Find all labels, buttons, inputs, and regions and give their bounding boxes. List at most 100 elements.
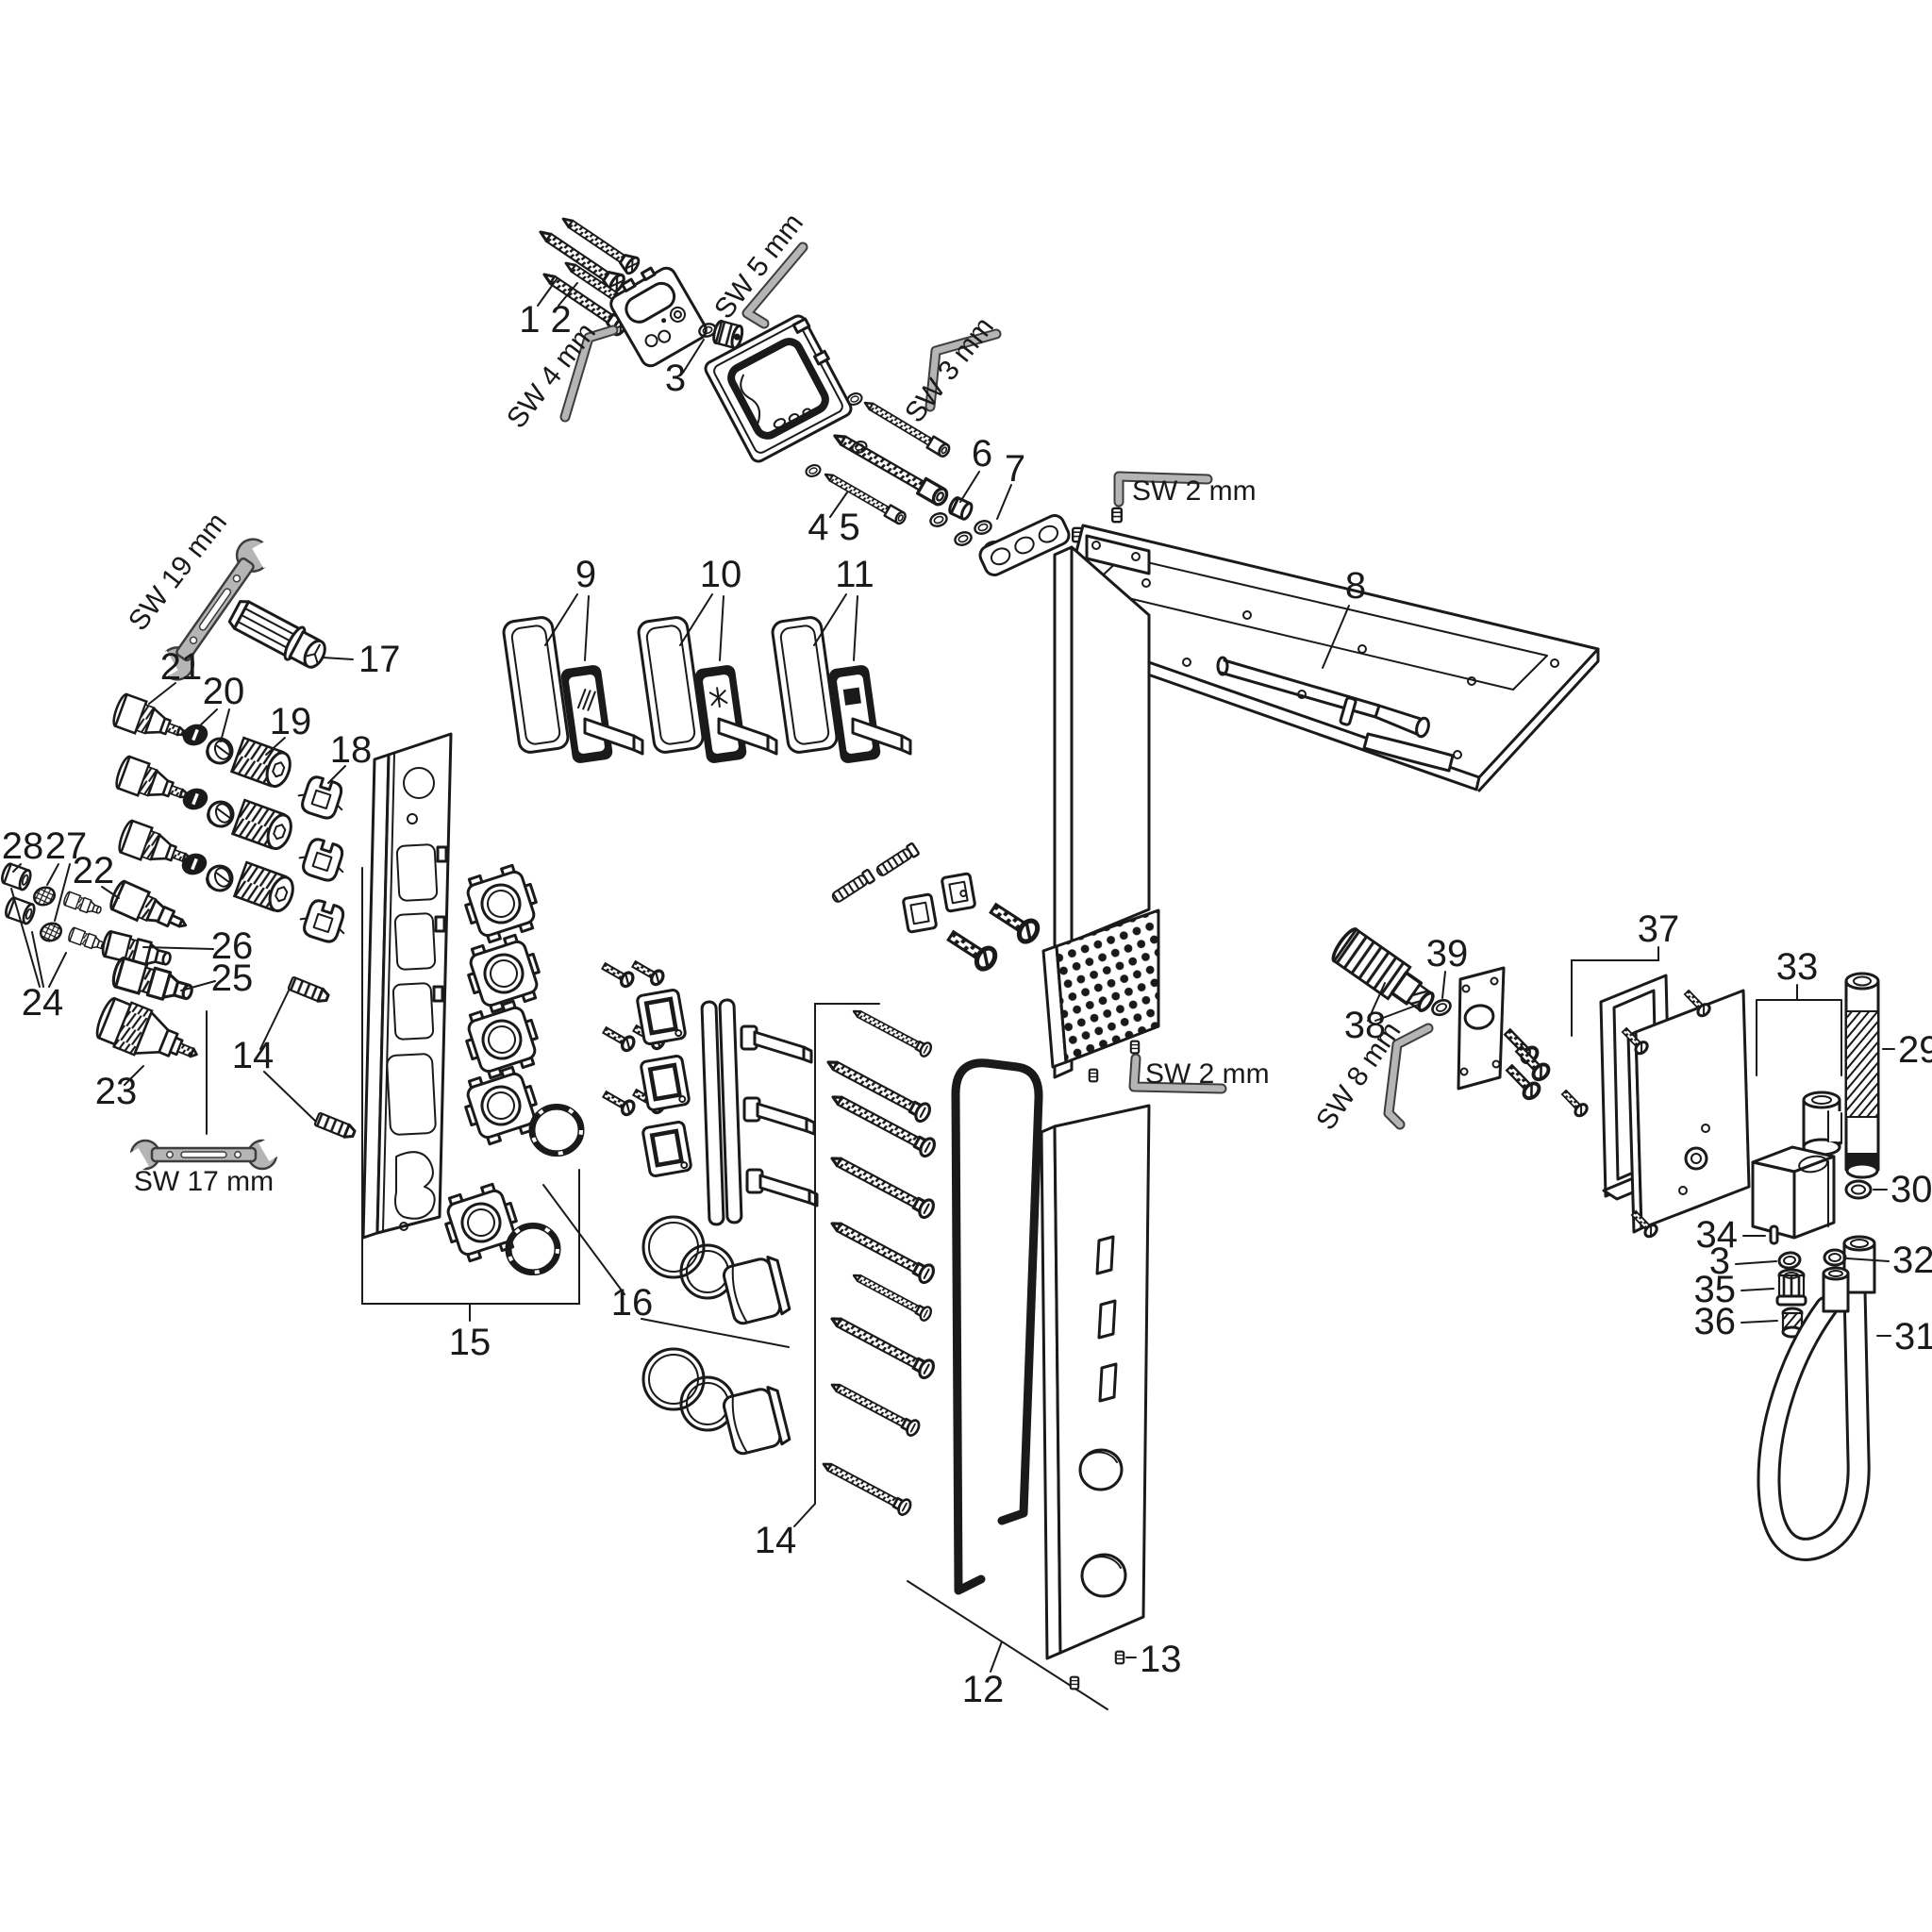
allen-key-sw3-icon: SW 3 mm [899,311,1002,428]
group-wall-fixing [829,841,1041,973]
callout-36: 36 [1694,1301,1737,1342]
check-valve-25 [109,955,197,1009]
callout-1-2: 1 2 [519,299,572,341]
open-end-wrench-sw19-icon [143,535,287,684]
tool-label-sw2-mid: SW 2 mm [1145,1058,1270,1090]
o-ring-3-right [1776,1250,1803,1271]
knob [722,1256,791,1325]
callout-13: 13 [1140,1639,1182,1680]
callout-32: 32 [1892,1240,1932,1281]
hex-pin-14 [313,1112,357,1139]
callout-29: 29 [1898,1029,1932,1071]
handle-set-11: 11 [771,554,912,763]
shower-column [1041,534,1160,1079]
callout-8: 8 [1345,565,1366,607]
group-valves-left: 28 27 22 26 25 24 23 14 SW 17 mm [0,825,357,1197]
callout-25: 25 [211,958,254,999]
callout-27: 27 [45,825,88,867]
hand-shower-29 [1844,972,1880,1179]
group-hand-shower: 29 30 34 3 35 36 32 31 [1694,972,1932,1561]
plug-3 [712,319,744,350]
shower-hose-31 [1757,1235,1876,1561]
allen-key-sw2-mid-icon: SW 2 mm [1128,1053,1270,1094]
callout-15: 15 [449,1322,491,1363]
tool-label-sw17: SW 17 mm [134,1166,274,1197]
callout-18: 18 [330,729,373,771]
callout-14-center: 14 [755,1520,797,1561]
callout-4-5: 4 5 [808,507,860,548]
body-shower-square [1041,908,1160,1069]
knob [722,1386,791,1456]
callout-17: 17 [358,639,401,680]
callout-33: 33 [1776,946,1819,988]
group-holder-33: 33 [1751,946,1843,1240]
callout-31: 31 [1894,1316,1932,1357]
hex-pin-14 [287,976,330,1003]
callout-21: 21 [160,646,203,688]
square-jet-icon [842,687,861,706]
callout-7: 7 [1005,448,1025,490]
filter-27 [32,886,57,907]
grub-screw-icon [1088,1068,1099,1083]
callout-16: 16 [611,1282,654,1324]
group-connection-screws: 4 5 6 7 [803,391,1071,576]
callout-39: 39 [1426,933,1469,974]
grub-screw-icon [1129,1040,1141,1055]
callout-12: 12 [962,1669,1005,1710]
allen-key-sw5-icon: SW 5 mm [708,208,809,329]
panel-gasket [951,1058,1043,1595]
callout-38: 38 [1344,1005,1387,1046]
group-base-plate-15: 15 [361,732,581,1363]
cartridge-22 [107,878,193,941]
pin-34 [1769,1224,1779,1245]
function-block-frame [704,314,853,463]
callout-23: 23 [95,1071,138,1112]
thermostat-cartridge-23 [91,992,208,1078]
callout-22: 22 [73,850,115,891]
callout-37: 37 [1638,908,1680,950]
group-cartridges: 21 20 19 18 [109,646,373,947]
handle-set-10: 10 [637,554,778,763]
open-end-wrench-sw17-icon [117,1130,291,1179]
allen-key-sw8-icon: SW 8 mm [1310,1016,1434,1136]
callout-11: 11 [835,554,874,595]
allen-key-sw2-top-icon: SW 2 mm [1113,471,1257,508]
grub-screw-icon [1110,507,1124,524]
insert-36 [1781,1307,1804,1339]
callout-28: 28 [2,825,44,867]
bushing-6 [948,496,974,521]
wall-bracket-plate [609,266,708,368]
callout-3-top: 3 [665,358,686,399]
group-panel-12: 12 13 [907,1058,1182,1710]
callout-10: 10 [700,554,742,595]
filter-27 [39,922,63,942]
nut-35 [1775,1268,1807,1307]
jet-icon [576,688,596,711]
callout-34: 34 [1696,1214,1739,1256]
callout-19: 19 [270,701,312,742]
callout-3-right: 3 [1709,1241,1730,1282]
callout-24: 24 [22,982,64,1024]
hose-seal-32 [1823,1248,1847,1267]
washer-30 [1844,1179,1873,1200]
manifold-plate [978,514,1071,576]
handle-set-9: 9 [502,554,644,763]
callout-35: 35 [1694,1269,1737,1310]
connection-plate [1457,966,1554,1104]
lever-trim [740,1024,819,1208]
callout-30: 30 [1890,1169,1932,1210]
holder-insert [1802,1091,1843,1157]
overhead-shower-8: 8 [1055,524,1600,792]
callout-20: 20 [203,671,245,712]
tool-label-sw2-top: SW 2 mm [1132,475,1257,507]
group-mounting-bracket-top: 1 2 3 [519,209,853,463]
mounting-tool-17 [227,600,326,669]
callout-26: 26 [211,925,254,967]
group-hose-nipple-38: 38 39 [1331,927,1469,1046]
shower-holder-block [1751,1145,1836,1240]
callout-14-left: 14 [232,1035,275,1076]
group-trim-16: 16 [542,956,819,1456]
group-wall-frames-37: 37 [1557,908,1751,1241]
